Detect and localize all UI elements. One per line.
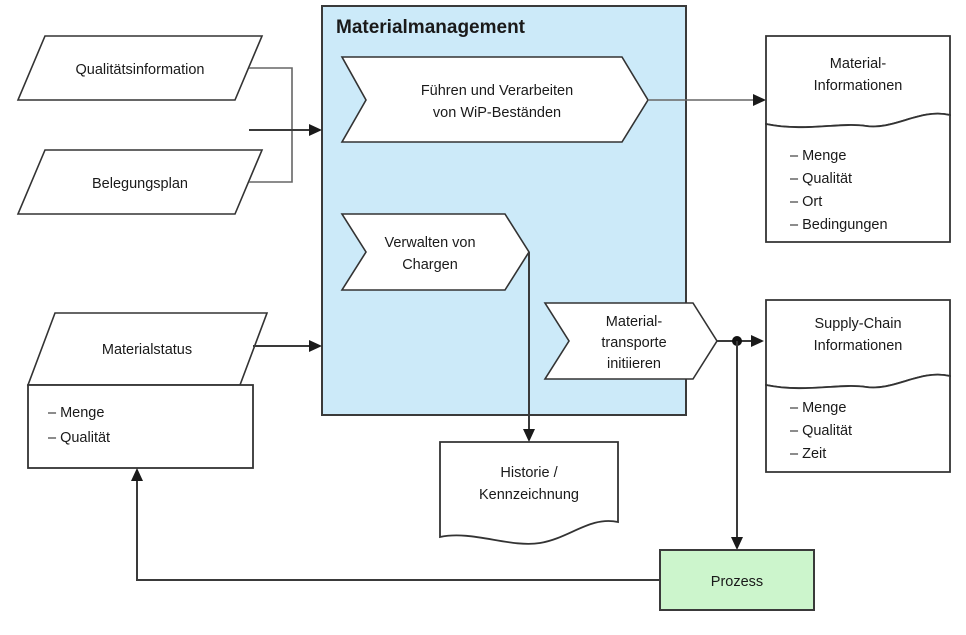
arrowhead-prozess [731,537,743,550]
materialtransporte-line3: initiieren [607,356,661,372]
arrowhead-materialstatus [309,340,322,352]
input-belegungsplan[interactable]: Belegungsplan [16,149,264,215]
material-informationen-title-line2: Informationen [814,78,903,94]
connector-chargen-to-historie [523,252,535,442]
material-informationen-item-1: – Qualität [790,171,852,187]
qualitaetsinformation-label: Qualitätsinformation [76,62,205,78]
output-supply-chain-informationen[interactable]: Supply-Chain Informationen – Menge – Qua… [765,299,951,473]
verwalten-chargen-shape [340,213,530,291]
materialtransporte-line1: Material- [606,314,663,330]
historie-kennzeichnung-shape [439,441,619,545]
prozess-label: Prozess [711,574,763,590]
input-materialstatus[interactable]: Materialstatus [26,312,269,386]
output-material-informationen[interactable]: Material- Informationen – Menge – Qualit… [765,35,951,243]
connector-inputs-to-container [249,67,322,183]
supply-chain-item-1: – Qualität [790,423,852,439]
arrowhead-supply-chain [751,335,764,347]
output-historie-kennzeichnung[interactable]: Historie / Kennzeichnung [439,441,619,545]
materialstatus-detail-item-1: – Qualität [48,430,110,446]
historie-kennzeichnung-title-line2: Kennzeichnung [479,487,579,503]
verwalten-chargen-line2: Chargen [402,257,458,273]
material-informationen-item-2: – Ort [790,194,822,210]
arrowhead-material-informationen [753,94,766,106]
connector-prozess-feedback [131,468,660,581]
fuehren-verarbeiten-shape [340,56,649,143]
materialstatus-details[interactable]: – Menge – Qualität [27,384,254,469]
material-informationen-item-0: – Menge [790,148,846,164]
belegungsplan-shape [16,149,264,215]
materialstatus-detail-item-0: – Menge [48,405,104,421]
material-informationen-title-line1: Material- [830,56,887,72]
connector-transporte-to-outputs [717,335,764,550]
supply-chain-title-line1: Supply-Chain [814,316,901,332]
historie-kennzeichnung-title-line1: Historie / [500,465,558,481]
connector-materialstatus-to-container [253,340,322,352]
fuehren-verarbeiten-line1: Führen und Verarbeiten [421,83,573,99]
supply-chain-body-shape [765,373,951,473]
materialtransporte-shape [543,302,718,380]
arrowhead-inputs-to-container [309,124,322,136]
materialmanagement-title: Materialmanagement [336,17,526,38]
belegungsplan-label: Belegungsplan [92,176,188,192]
verwalten-chargen-line1: Verwalten von [384,235,475,251]
supply-chain-item-2: – Zeit [790,446,826,462]
material-informationen-body-shape [765,112,951,243]
function-fuehren-verarbeiten[interactable]: Führen und Verarbeiten von WiP-Beständen [340,56,649,143]
arrowhead-historie [523,429,535,442]
supply-chain-item-0: – Menge [790,400,846,416]
qualitaetsinformation-shape [16,35,264,101]
function-verwalten-chargen[interactable]: Verwalten von Chargen [340,213,530,291]
arrowhead-feedback-materialstatus [131,468,143,481]
input-qualitaetsinformation[interactable]: Qualitätsinformation [16,35,264,101]
materialstatus-details-box [27,384,254,469]
materialtransporte-line2: transporte [601,335,666,351]
fuehren-verarbeiten-line2: von WiP-Beständen [433,105,561,121]
connector-wip-to-material-informationen [648,94,766,106]
materialstatus-label: Materialstatus [102,342,192,358]
supply-chain-title-line2: Informationen [814,338,903,354]
function-materialtransporte-initiieren[interactable]: Material- transporte initiieren [543,302,718,380]
material-informationen-item-3: – Bedingungen [790,217,888,233]
process-prozess[interactable]: Prozess [659,549,815,611]
